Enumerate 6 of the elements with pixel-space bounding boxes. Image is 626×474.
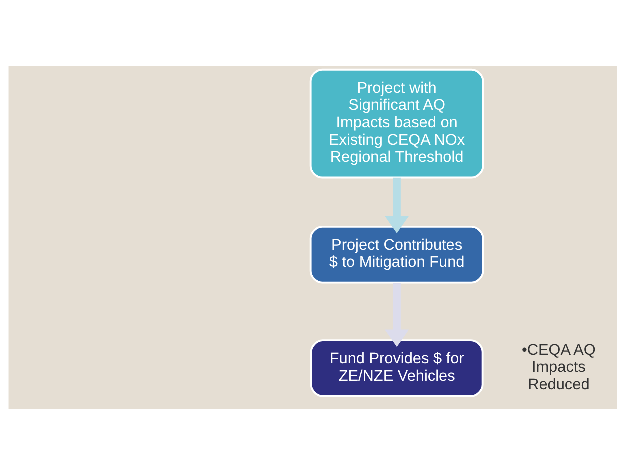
node-label: •CEQA AQ Impacts Reduced — [522, 341, 596, 394]
arrow — [384, 282, 410, 347]
node-box: Project with Significant AQ Impacts based on Existing CEQA NOx Regional Threshold — [310, 68, 484, 178]
node-box: Project Contributes $ to Mitigation Fund — [310, 225, 484, 284]
arrow — [384, 177, 410, 233]
node-box: Fund Provides $ for ZE/NZE Vehicles — [310, 339, 484, 397]
